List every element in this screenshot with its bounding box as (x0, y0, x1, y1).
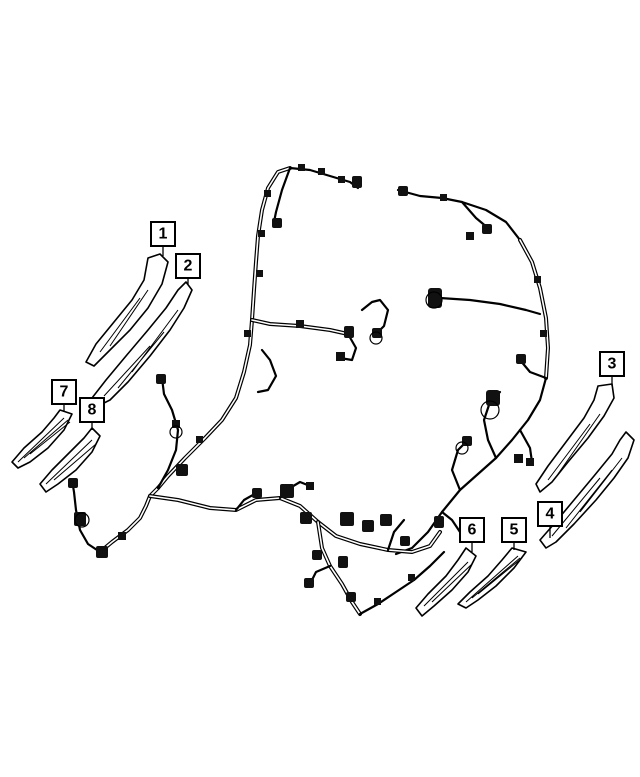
callout-7: 7 (51, 379, 77, 412)
callout-8: 8 (79, 397, 105, 430)
connector-icon (298, 164, 305, 171)
connector-icon (96, 546, 108, 558)
connector-icon (68, 478, 78, 488)
part-5-scuff-plate (457, 547, 527, 609)
callout-label: 4 (546, 506, 555, 523)
connector-icon (336, 352, 345, 361)
connector-icon (344, 326, 354, 338)
connector-icon (318, 168, 325, 175)
connector-icon (514, 454, 523, 463)
connector-icon (482, 224, 492, 234)
part-3-sill-trim (535, 383, 615, 493)
connector-icon (300, 512, 312, 524)
callout-label: 1 (159, 226, 168, 243)
connector-icon (398, 186, 408, 196)
connector-icon (272, 218, 282, 228)
connector-icon (296, 320, 304, 328)
connector-icon (434, 516, 444, 528)
connector-icon (380, 514, 392, 526)
connector-icon (466, 232, 474, 240)
connector-icon (372, 328, 382, 338)
callout-label: 2 (184, 258, 193, 275)
connector-icon (156, 374, 166, 384)
connector-icon (252, 488, 262, 498)
connector-icon (118, 532, 126, 540)
callout-2: 2 (175, 253, 201, 284)
connector-icon (306, 482, 314, 490)
connector-icon (516, 354, 526, 364)
part-7-scuff-plate (11, 409, 73, 469)
connector-icon (352, 176, 362, 188)
connector-icon (400, 536, 410, 546)
connector-icon (258, 230, 265, 237)
callout-label: 8 (88, 402, 97, 419)
callout-4: 4 (537, 501, 563, 538)
main-wiring-harness (70, 166, 550, 616)
connector-icon (196, 436, 203, 443)
connector-icon (256, 270, 263, 277)
connector-icon (374, 598, 381, 605)
callout-label: 6 (468, 522, 477, 539)
part-4-sill-reinforcement (539, 431, 635, 549)
connector-icon (176, 464, 188, 476)
connector-icon (280, 484, 294, 498)
connector-icon (486, 390, 500, 406)
callout-3: 3 (599, 351, 625, 386)
part-6-scuff-plate (415, 547, 477, 617)
callout-6: 6 (459, 517, 485, 552)
connector-icon (304, 578, 314, 588)
connector-icon (408, 574, 415, 581)
connector-icon (346, 592, 356, 602)
connector-icon (264, 190, 271, 197)
callout-label: 5 (510, 522, 519, 539)
connector-icon (534, 276, 541, 283)
harness-clips (74, 291, 500, 528)
connector-icon (338, 176, 345, 183)
connector-icon (172, 420, 180, 428)
connector-icon (540, 330, 547, 337)
connector-icon (340, 512, 354, 526)
callout-5: 5 (501, 517, 527, 550)
part-8-scuff-plate (39, 427, 101, 493)
connector-icon (462, 436, 472, 446)
connector-icon (244, 330, 251, 337)
callout-label: 3 (608, 356, 617, 373)
connector-icon (440, 194, 447, 201)
connector-icon (362, 520, 374, 532)
part-1-sill-trim (85, 253, 169, 367)
connector-icon (338, 556, 348, 568)
connector-icon (312, 550, 322, 560)
callout-label: 7 (60, 384, 69, 401)
connector-icon (526, 458, 534, 466)
callout-1: 1 (150, 221, 176, 256)
harness-connectors (68, 164, 547, 605)
